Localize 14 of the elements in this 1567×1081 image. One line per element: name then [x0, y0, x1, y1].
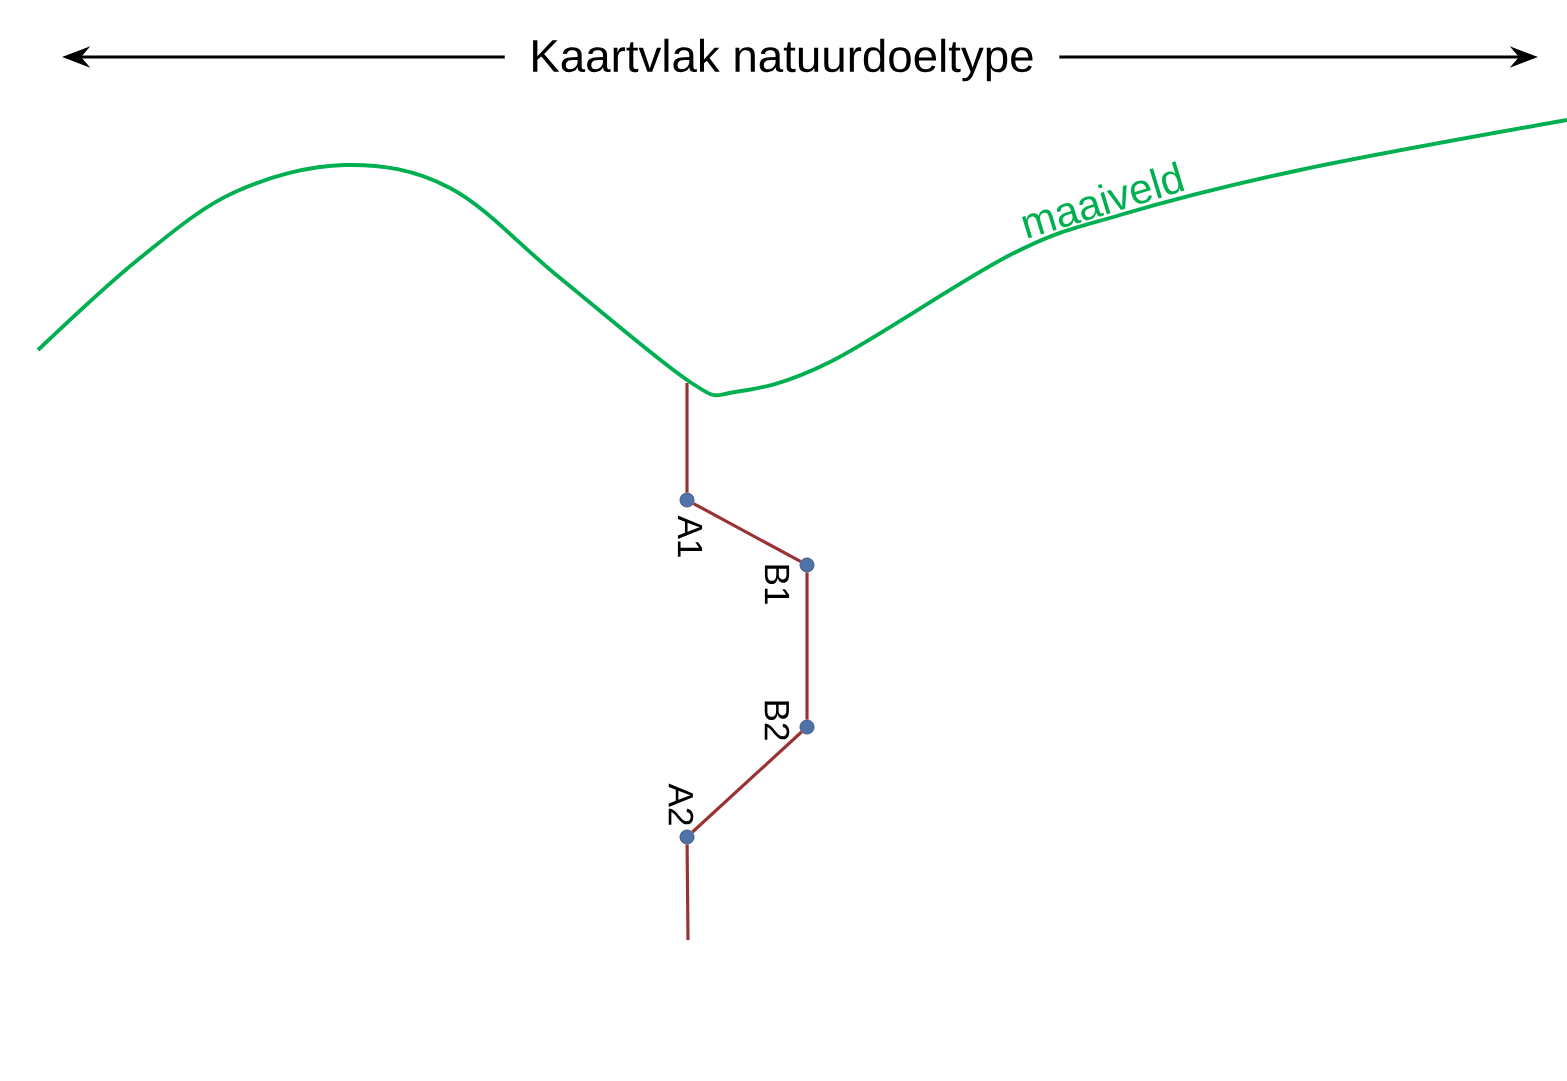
- profile-line: [692, 502, 802, 563]
- point-marker: [679, 829, 695, 845]
- point-label: B2: [764, 701, 790, 740]
- point-marker: [679, 492, 695, 508]
- point-label: B1: [764, 565, 790, 604]
- dimension-label: Kaartvlak natuurdoeltype: [504, 32, 1060, 88]
- point-label: A1: [677, 515, 703, 557]
- profile-line: [685, 383, 689, 493]
- profile-line: [691, 730, 803, 834]
- point-marker: [799, 719, 815, 735]
- profile-line: [805, 572, 809, 720]
- point-marker: [799, 557, 815, 573]
- point-label: A2: [668, 783, 694, 825]
- profile-line: [685, 844, 690, 941]
